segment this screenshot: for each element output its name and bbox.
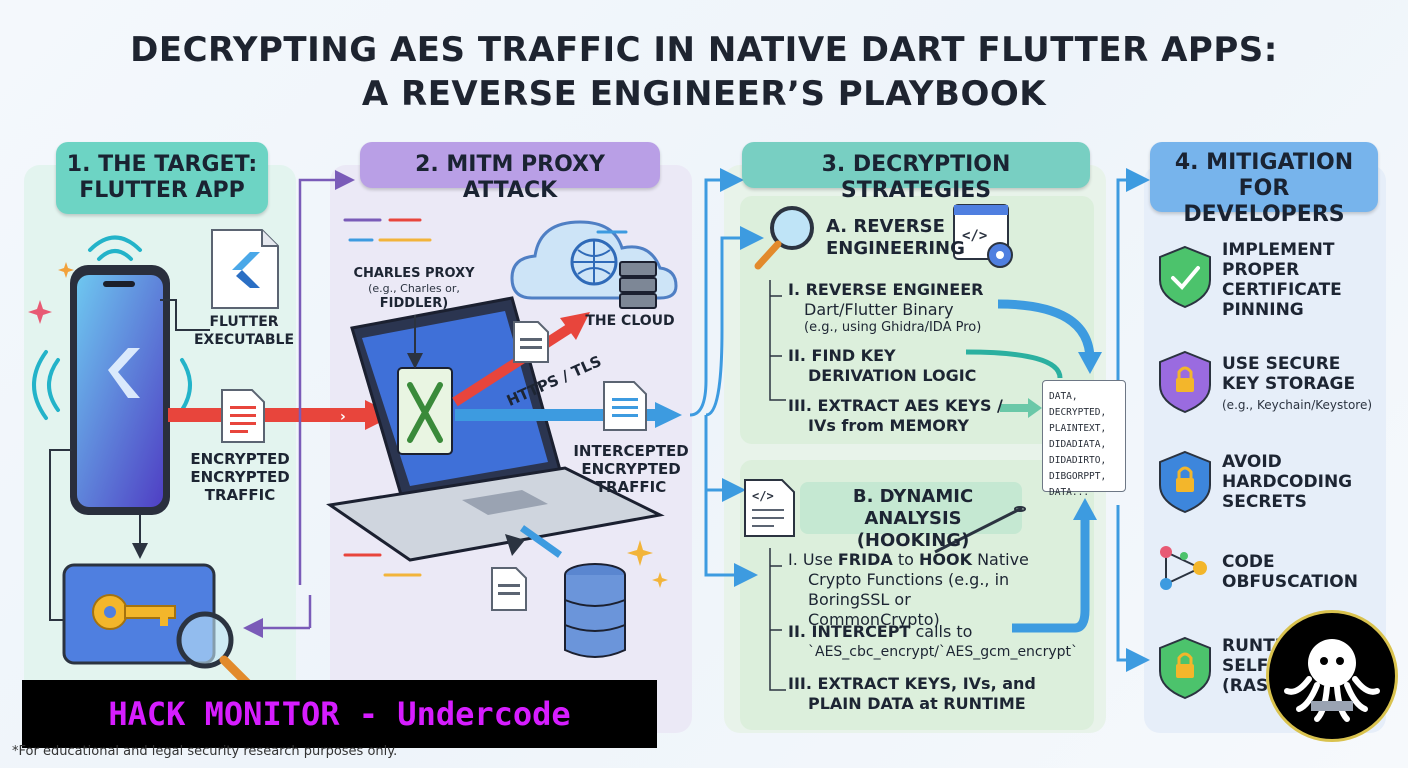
- shield-lock-icon: [1159, 350, 1211, 414]
- svg-text:</>: </>: [752, 489, 774, 503]
- proxy-app-icon: [397, 367, 453, 455]
- mitigation-rasp: RUNTI SELF- (RAS: [1222, 636, 1282, 696]
- search-icon: [754, 206, 814, 270]
- mitigation-pinning: IMPLEMENT PROPER CERTIFICATE PINNING: [1222, 240, 1342, 320]
- shield-lock-blue-icon: [1159, 450, 1211, 514]
- section-a-heading: A. REVERSE ENGINEERING: [826, 216, 965, 259]
- octopus-logo-icon: [1266, 610, 1398, 742]
- section-b-heading: B. DYNAMIC ANALYSIS (HOOKING): [852, 486, 974, 551]
- sparkle-icon: [28, 262, 74, 324]
- watermark-banner: HACK MONITOR - Undercode: [22, 680, 657, 748]
- flutter-file-icon: [211, 229, 279, 309]
- code-document-icon: </>: [744, 479, 795, 537]
- flutter-executable-label: FLUTTER EXECUTABLE: [193, 314, 295, 348]
- mitigation-key-storage: USE SECURE KEY STORAGE: [1222, 354, 1356, 394]
- intercepted-file-icon: [603, 381, 647, 431]
- database-icon: [564, 563, 626, 658]
- gear-icon: [987, 242, 1013, 268]
- step-b1: I. Use FRIDA to HOOK Native Crypto Funct…: [788, 550, 1029, 629]
- step-b2: II. INTERCEPT calls to `AES_cbc_encrypt/…: [788, 622, 1079, 660]
- mitigation-obfuscation: CODE OBFUSCATION: [1222, 552, 1358, 592]
- mitigation-key-storage-sub: (e.g., Keychain/Keystore): [1222, 398, 1373, 412]
- shield-lock-green-icon: [1159, 636, 1211, 700]
- wifi-icon: [32, 235, 192, 420]
- step-a1: I. REVERSE ENGINEER Dart/Flutter Binary …: [788, 280, 984, 335]
- https-file-icon: [513, 321, 549, 363]
- shield-check-icon: [1159, 245, 1211, 309]
- key-card-icon: [62, 563, 216, 665]
- svg-text:</>: </>: [962, 228, 987, 244]
- decor-dashes: [343, 218, 628, 577]
- cloud-icon: [510, 220, 678, 309]
- step-b3: III. EXTRACT KEYS, IVs, and PLAIN DATA a…: [788, 674, 1036, 713]
- panel2-heading: 2. MITM PROXY ATTACK: [360, 142, 660, 203]
- page-title: DECRYPTING AES TRAFFIC IN NATIVE DART FL…: [0, 28, 1408, 116]
- charles-proxy-label: CHARLES PROXY (e.g., Charles or, FIDDLER…: [353, 266, 475, 311]
- title-line-1: DECRYPTING AES TRAFFIC IN NATIVE DART FL…: [130, 30, 1278, 70]
- phone-icon: [70, 265, 170, 515]
- disclaimer-text: *For educational and legal security rese…: [12, 744, 398, 759]
- panel4-heading: 4. MITIGATION FOR DEVELOPERS: [1150, 142, 1378, 227]
- svg-text:›: ›: [340, 409, 346, 425]
- magnifier-icon: [176, 611, 255, 691]
- title-line-2: A REVERSE ENGINEER’S PLAYBOOK: [361, 74, 1047, 114]
- intercepted-traffic-label: INTERCEPTED ENCRYPTED TRAFFIC: [573, 442, 689, 496]
- cloud-label: THE CLOUD: [585, 313, 675, 329]
- network-nodes-icon: [1160, 546, 1207, 590]
- sparkle-icon-2: [627, 540, 668, 588]
- step-a3: III. EXTRACT AES KEYS / IVs from MEMORY: [788, 396, 1003, 435]
- needle-icon: [934, 506, 1026, 554]
- mitigation-hardcoding: AVOID HARDCODING SECRETS: [1222, 452, 1353, 512]
- decrypted-data-document: DATA, DECRYPTED, PLAINTEXT, DIDADIATA, D…: [1042, 380, 1126, 498]
- step-a2: II. FIND KEY DERIVATION LOGIC: [788, 346, 977, 385]
- panel3-heading: 3. DECRYPTION STRATEGIES: [742, 142, 1090, 203]
- panel1-heading: 1. THE TARGET: FLUTTER APP: [56, 142, 268, 214]
- encrypted-traffic-label: ENCRYPTED ENCRYPTED TRAFFIC: [190, 450, 290, 504]
- encrypted-file-icon: [221, 389, 265, 443]
- db-file-icon: [491, 567, 527, 611]
